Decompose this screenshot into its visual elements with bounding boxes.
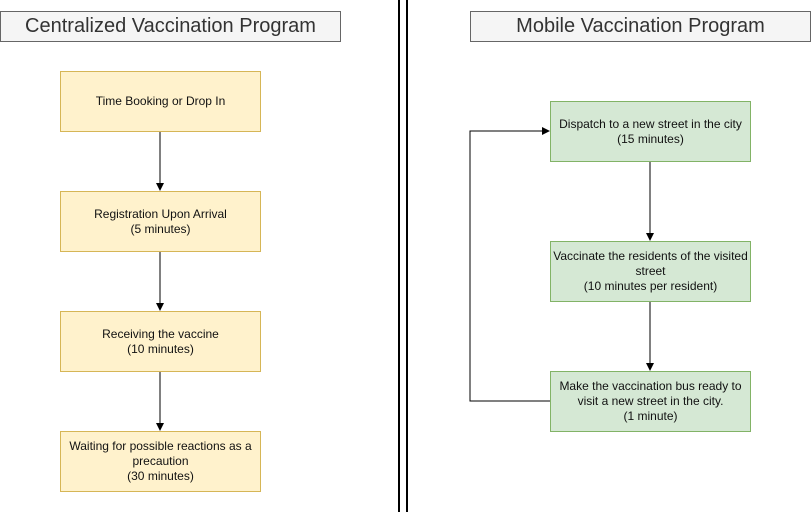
arrow-right-loop-back — [469, 127, 550, 402]
step-text-line: Receiving the vaccine — [102, 326, 219, 341]
step-text-line: Vaccinate the residents of the visited — [553, 249, 748, 263]
step-text-line: (10 minutes per resident) — [583, 279, 718, 293]
step-text-line: (5 minutes) — [130, 221, 191, 236]
step-text-line: Make the vaccination bus ready to — [559, 379, 742, 393]
left-step-2: Registration Upon Arrival(5 minutes) — [60, 191, 261, 252]
step-text-line: Registration Upon Arrival — [94, 206, 227, 221]
step-text-line: Waiting for possible reactions as a — [69, 439, 252, 453]
left-step-1: Time Booking or Drop In — [60, 71, 261, 132]
step-text-line: street — [635, 264, 666, 278]
left-step-3: Receiving the vaccine(10 minutes) — [60, 311, 261, 372]
step-text-line: (15 minutes) — [617, 131, 684, 146]
left-program-title: Centralized Vaccination Program — [0, 11, 341, 42]
step-text-line: (10 minutes) — [127, 341, 194, 356]
step-text-line: (30 minutes) — [127, 469, 194, 483]
step-text-line: precaution — [132, 454, 189, 468]
right-step-1: Dispatch to a new street in the city(15 … — [550, 101, 751, 162]
step-text-line: visit a new street in the city. — [577, 394, 724, 408]
step-text-line: Time Booking or Drop In — [95, 94, 226, 108]
step-text-line: Dispatch to a new street in the city — [559, 116, 742, 131]
right-program-title: Mobile Vaccination Program — [470, 11, 811, 42]
step-text-line: (1 minute) — [623, 409, 678, 423]
